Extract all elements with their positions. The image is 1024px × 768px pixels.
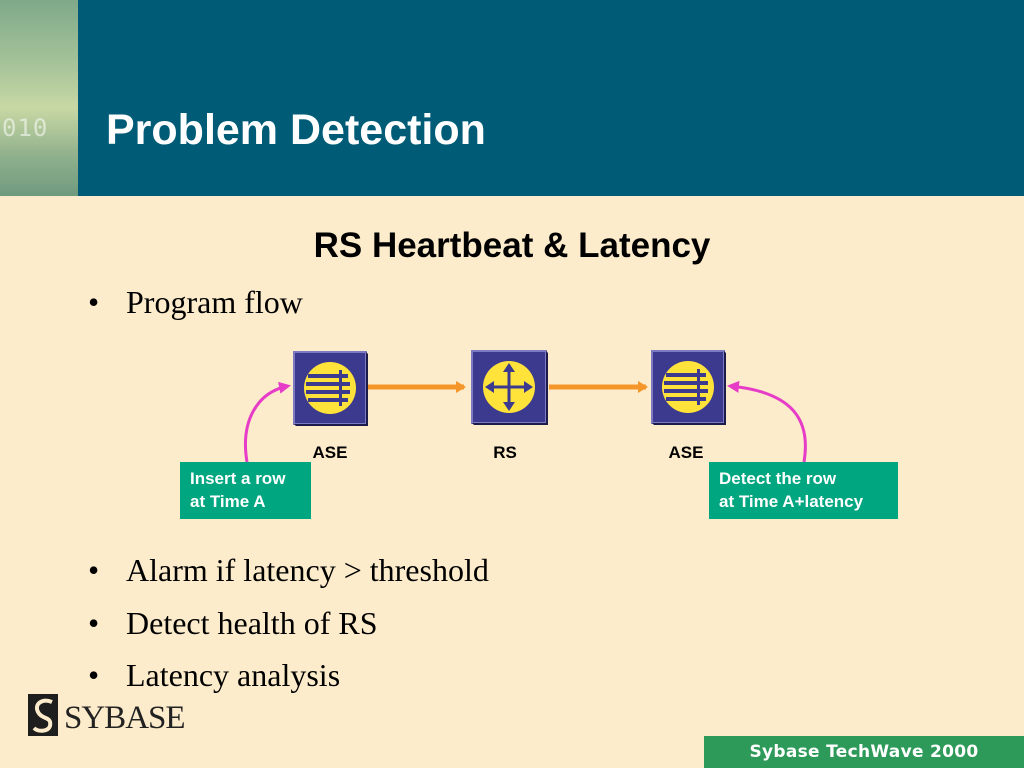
callout-arrow-left bbox=[244, 381, 291, 463]
node-label-rs: RS bbox=[493, 443, 517, 462]
callout-line: at Time A bbox=[190, 492, 266, 511]
replication-server-icon bbox=[483, 361, 535, 413]
rs-node bbox=[471, 350, 548, 425]
bullet-item: • Alarm if latency > threshold bbox=[88, 552, 489, 589]
ase-target-node bbox=[651, 350, 726, 425]
insert-row-callout: Insert a row at Time A bbox=[180, 462, 311, 519]
ase-source-node bbox=[293, 351, 368, 426]
database-icon bbox=[304, 362, 356, 414]
sybase-logo-text: SYBASE bbox=[64, 700, 186, 736]
bullet-dot: • bbox=[88, 284, 100, 320]
callout-line: Detect the row bbox=[719, 469, 837, 488]
callout-line: at Time A+latency bbox=[719, 492, 864, 511]
bullet-item: • Latency analysis bbox=[88, 657, 340, 694]
bullet-text: Program flow bbox=[126, 284, 303, 320]
bullet-item: • Program flow bbox=[88, 284, 303, 321]
callout-arrow-right bbox=[727, 380, 807, 463]
sybase-logo-icon bbox=[28, 694, 58, 736]
bullet-text: Detect health of RS bbox=[126, 605, 378, 641]
node-label-ase-target: ASE bbox=[668, 443, 704, 462]
bullet-text: Latency analysis bbox=[126, 657, 341, 693]
slide-subtitle: RS Heartbeat & Latency bbox=[313, 226, 711, 265]
node-label-ase-source: ASE bbox=[312, 443, 348, 462]
binary-art-text: 010 bbox=[2, 114, 49, 142]
bullet-item: • Detect health of RS bbox=[88, 605, 377, 642]
title-banner: 010 Problem Detection bbox=[0, 0, 1024, 196]
bullet-text: Alarm if latency > threshold bbox=[126, 552, 489, 588]
bullet-dot: • bbox=[88, 552, 100, 588]
header-decoration-image: 010 bbox=[0, 0, 78, 196]
database-icon bbox=[662, 361, 714, 413]
bullet-dot: • bbox=[88, 657, 100, 693]
detect-row-callout: Detect the row at Time A+latency bbox=[709, 462, 898, 519]
slide-title: Problem Detection bbox=[106, 106, 486, 154]
callout-line: Insert a row bbox=[190, 469, 286, 488]
bullet-dot: • bbox=[88, 605, 100, 641]
techwave-badge: Sybase TechWave 2000 bbox=[704, 736, 1024, 768]
